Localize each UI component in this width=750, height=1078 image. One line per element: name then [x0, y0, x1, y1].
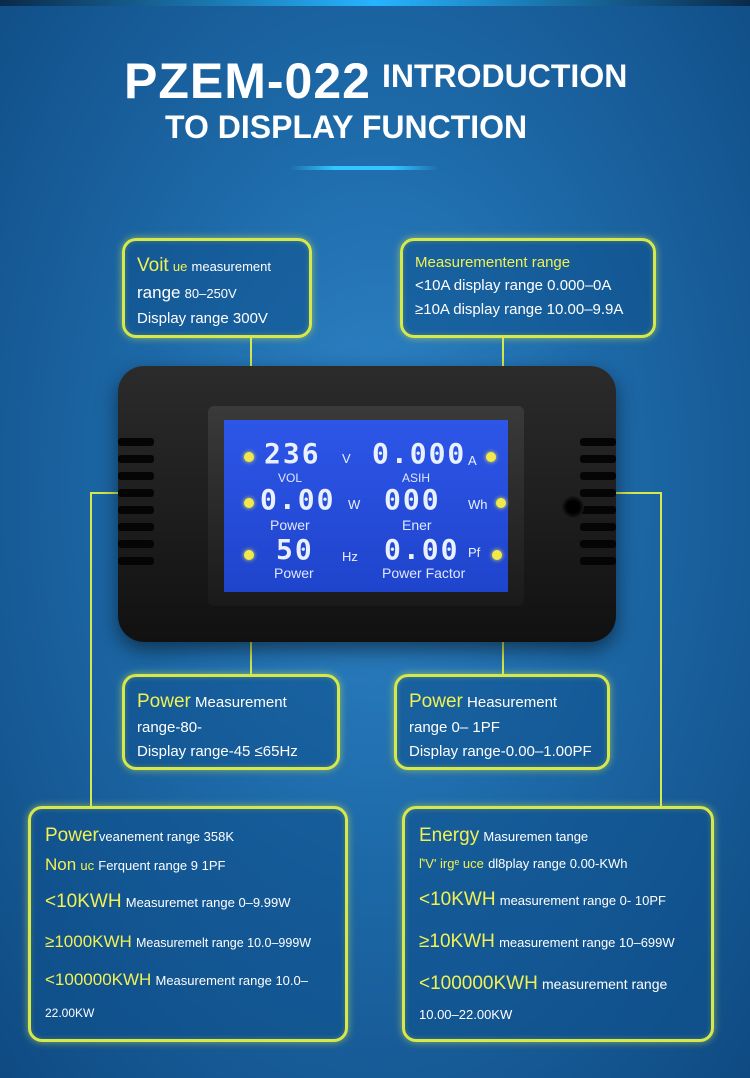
powerfactor-unit: Pf [468, 545, 481, 560]
energy-unit: Wh [468, 497, 488, 512]
title-display-function: TO DISPLAY FUNCTION [165, 109, 528, 145]
frequency-head-rest: Measurement [195, 694, 287, 711]
frequency-unit: Hz [342, 549, 358, 564]
indicator-dot [244, 550, 254, 560]
energy-callout: Energy Masuremen tange ľ'V' irgᵉ uce dl8… [402, 806, 714, 1042]
powerfactor-callout: Power Heasurement range 0– 1PF Display r… [394, 674, 610, 770]
current-head: Measurementent range [415, 254, 571, 271]
power-l4-head: ≥1000KWH [45, 932, 132, 952]
voltage-display-range: Display range 300V [137, 309, 268, 327]
title-underline [290, 166, 438, 170]
powerfactor-label: Power Factor [382, 565, 466, 581]
frequency-range: range-80- [137, 719, 203, 737]
power-l5-head: <100000KWH [45, 969, 152, 989]
power-l1-head: Power [45, 825, 99, 846]
energy-reading: 000 [384, 483, 441, 516]
frequency-display-range: Display range-45 ≤65Hz [137, 742, 298, 760]
left-vents [118, 438, 154, 578]
current-reading: 0.000 [372, 437, 467, 470]
voltage-head-rest: measurement [191, 259, 271, 274]
title-introduction: INTRODUCTION [382, 58, 628, 94]
powerfactor-head-rest: Heasurement [467, 694, 558, 711]
power-l4-text: Measuremelt range 10.0–999W [135, 936, 312, 951]
voltage-range-value: 80–250V [184, 286, 237, 302]
voltage-range-word: range [137, 283, 181, 303]
voltage-callout: Voit ue measurement range 80–250V Displa… [122, 238, 312, 338]
right-vents [580, 438, 616, 578]
indicator-dot [244, 452, 254, 462]
reset-button[interactable] [562, 496, 584, 518]
top-accent-strip [0, 0, 750, 6]
indicator-dot [492, 550, 502, 560]
current-callout: Measurementent range <10A display range … [400, 238, 656, 338]
energy-l1-head: Energy [419, 825, 480, 846]
energy-l6-text: 10.00–22.00KW [419, 1007, 513, 1023]
energy-l5-text: measurement range [542, 976, 668, 993]
frequency-head: Power [137, 691, 191, 712]
current-unit: A [468, 453, 477, 468]
power-l1-text: veanement range 358K [98, 829, 235, 844]
power-unit: W [348, 497, 361, 512]
connector-energy-v [660, 492, 662, 806]
frequency-label: Power [274, 565, 314, 581]
indicator-dot [486, 452, 496, 462]
power-label: Power [270, 517, 310, 533]
powerfactor-reading: 0.00 [384, 533, 460, 566]
energy-l4-head: ≥10KWH [419, 931, 495, 953]
powerfactor-head: Power [409, 691, 463, 712]
lcd-screen: 236 V VOL 0.000 A ASIH 0.00 W Power 000 … [224, 420, 508, 592]
powerfactor-range: range 0– 1PF [409, 719, 500, 737]
power-l2-text: Ferquent range 9 1PF [98, 858, 226, 874]
power-reading: 0.00 [260, 483, 336, 516]
energy-l2-text: dl8play range 0.00-KWh [488, 856, 628, 872]
power-l2-head: Non [45, 855, 77, 875]
voltage-unit: V [342, 451, 351, 466]
power-callout: Powerveanement range 358K Non uc Ferquen… [28, 806, 348, 1042]
energy-l5-head: <100000KWH [419, 973, 538, 995]
frequency-callout: Power Measurement range-80- Display rang… [122, 674, 340, 770]
frequency-reading: 50 [276, 533, 314, 566]
powerfactor-display-range: Display range-0.00–1.00PF [409, 742, 592, 760]
energy-l3-head: <10KWH [419, 888, 496, 910]
energy-l2-small: ᵉ uce [454, 856, 484, 872]
voltage-reading: 236 [264, 437, 321, 470]
energy-l4-text: measurement range 10–699W [499, 935, 675, 951]
energy-l3-text: measurement range 0- 10PF [499, 892, 666, 908]
model-title: PZEM-022 [124, 53, 371, 109]
current-high-range: ≥10A display range 10.00–9.9A [415, 300, 624, 318]
voltage-head-small: ue [172, 259, 188, 274]
voltage-head: Voit [137, 255, 169, 276]
energy-label: Ener [402, 517, 432, 533]
voltage-label: VOL [278, 471, 303, 485]
indicator-dot [244, 498, 254, 508]
indicator-dot [496, 498, 506, 508]
meter-device: 236 V VOL 0.000 A ASIH 0.00 W Power 000 … [118, 366, 616, 642]
energy-l2-head: ľ'V' irg [419, 856, 455, 872]
power-l2-small: uc [80, 858, 95, 874]
current-label: ASIH [402, 471, 431, 485]
current-low-range: <10A display range 0.000–0A [415, 277, 612, 295]
connector-power-v [90, 492, 92, 806]
power-l6-text: 22.00KW [45, 1005, 95, 1020]
lcd-bezel: 236 V VOL 0.000 A ASIH 0.00 W Power 000 … [208, 406, 524, 606]
power-l3-head: <10KWH [45, 890, 122, 912]
power-l5-text: Measurement range 10.0– [155, 972, 308, 988]
energy-l1-text: Masuremen tange [483, 829, 589, 844]
power-l3-text: Measuremet range 0–9.99W [125, 894, 291, 910]
